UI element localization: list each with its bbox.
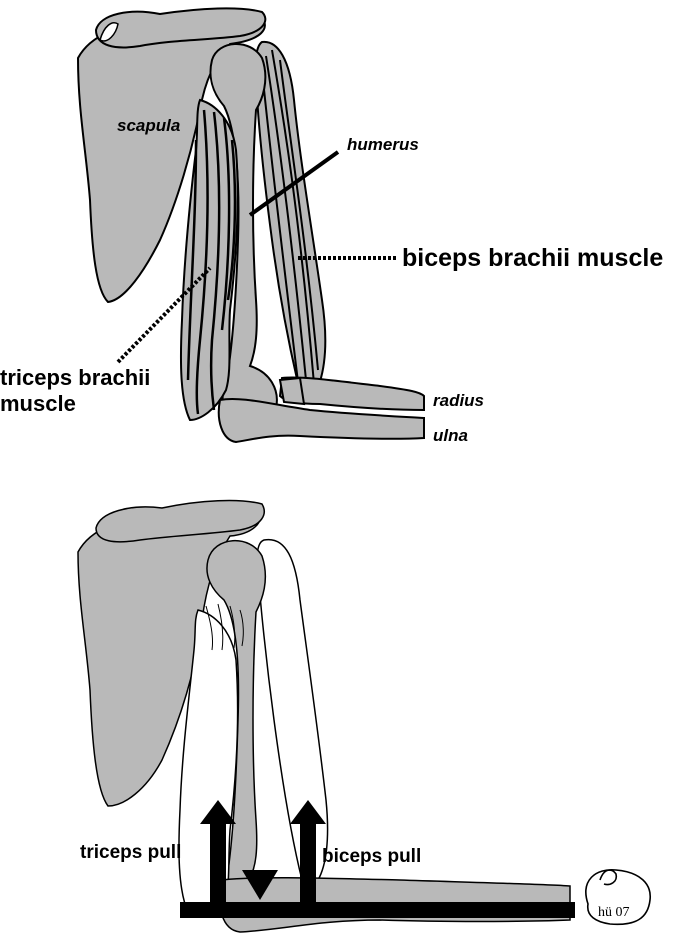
biceps-outline	[256, 538, 329, 881]
acromion	[94, 7, 267, 49]
signature-mark: hü 07	[585, 869, 651, 926]
triceps-pull-label: triceps pull	[80, 842, 182, 863]
fulcrum-triangle	[242, 870, 278, 900]
lever-bar	[180, 902, 575, 918]
triceps-pull-arrow	[200, 800, 236, 904]
radius-label: radius	[433, 391, 485, 410]
biceps-pull-label: biceps pull	[322, 846, 422, 867]
bottom-arm-figure: hü 07	[77, 499, 651, 933]
triceps-label-line1: triceps brachii	[0, 365, 151, 390]
scapula-label: scapula	[117, 116, 181, 135]
biceps-label: biceps brachii muscle	[402, 244, 664, 272]
ulna-bone	[217, 397, 425, 444]
humerus-leader	[248, 150, 340, 217]
radius-bone	[278, 376, 425, 412]
triceps-leader	[116, 266, 212, 364]
signature-text: hü 07	[598, 905, 630, 920]
humerus-label: humerus	[347, 135, 419, 154]
biceps-pull-arrow	[290, 800, 326, 904]
top-arm-figure	[76, 7, 425, 444]
ulna-label: ulna	[433, 426, 468, 445]
triceps-label-line2: muscle	[0, 391, 76, 416]
